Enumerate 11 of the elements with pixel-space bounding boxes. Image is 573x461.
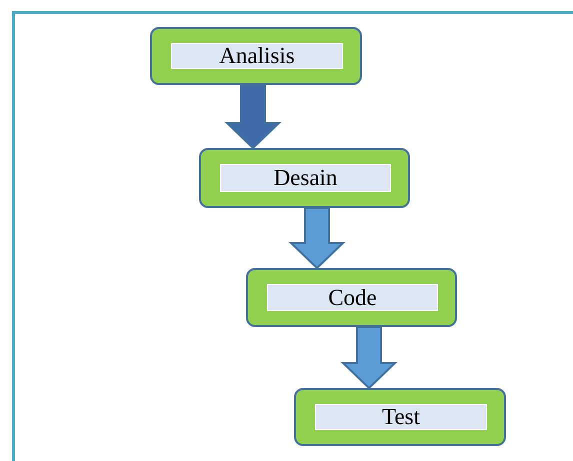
step-label: Desain	[220, 164, 391, 192]
step-label: Code	[267, 284, 438, 311]
block-arrow	[224, 84, 282, 150]
step-label: Analisis	[171, 43, 343, 69]
process-box	[199, 148, 410, 208]
process-box	[150, 27, 362, 85]
process-box	[246, 268, 457, 327]
block-arrow	[340, 326, 398, 390]
process-box	[294, 388, 506, 446]
step-label: Test	[315, 404, 487, 430]
block-arrow	[288, 207, 346, 270]
